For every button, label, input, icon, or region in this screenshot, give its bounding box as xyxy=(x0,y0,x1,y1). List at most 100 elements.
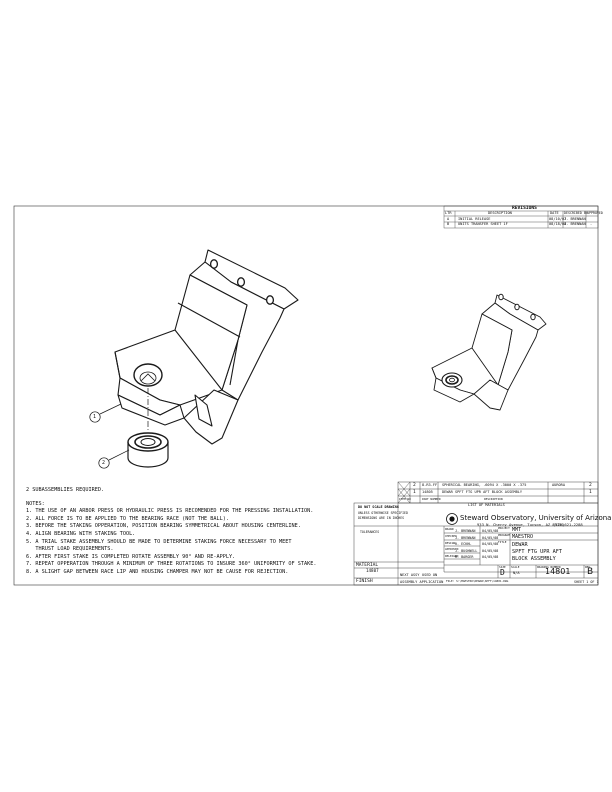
parts-header-item: ITEM NO xyxy=(399,497,411,501)
revisions-table xyxy=(443,205,599,229)
subassemblies-note: 2 SUBASSEMBLIES REQUIRED. xyxy=(26,487,105,493)
parts-row-1-pn: 14805 xyxy=(422,490,433,494)
title-line-3: BLOCK ASSEMBLY xyxy=(512,556,556,562)
next-assy-label: NEXT ASSY xyxy=(400,573,420,577)
sign-row-approved-name: J. BUSHNELL xyxy=(455,549,478,553)
parts-header-desc: DESCRIPTION xyxy=(484,497,503,501)
parts-row-2-desc: SPHERICAL BEARING, .6094 X .3000 X .375 xyxy=(442,483,527,487)
balloon-1-label: 1 xyxy=(93,414,97,420)
title-block-frame xyxy=(353,481,599,586)
balloon-1 xyxy=(89,403,122,423)
material-label: MATERIAL xyxy=(356,563,379,568)
parts-row-2-pn: 8-R3-FF xyxy=(422,483,438,487)
sign-row-checked-role: CHECKED xyxy=(445,534,457,538)
balloon-2-label: 2 xyxy=(102,460,106,466)
balloon-2 xyxy=(98,449,130,469)
size-label: SIZE xyxy=(499,565,506,569)
parts-row-1-desc: DEWAR SPFT FTG UPR AFT BLOCK ASSEMBLY xyxy=(442,490,523,494)
sign-row-drawn-role: DRAWN xyxy=(445,527,454,531)
rev-b-date: 08/18/08 xyxy=(549,222,567,226)
drawing-border xyxy=(13,205,599,586)
scale-label: SCALE xyxy=(511,565,520,569)
rev-label: REV xyxy=(585,565,591,569)
rev-header-date: DATE xyxy=(550,211,559,215)
iso-bearing xyxy=(441,372,463,388)
sign-row-checked-name: J. BRENNAN xyxy=(455,536,476,540)
rev-header-approved: APPROVED xyxy=(587,211,603,215)
sign-row-drawn-date: 04/05/08 xyxy=(482,529,499,533)
title-line-1: DEWAR xyxy=(512,542,528,548)
general-notes: 2 SUBASSEMBLIES REQUIRED. NOTES: 1. THE … xyxy=(26,487,316,577)
finish-label: FINISH xyxy=(356,579,373,584)
sheet-number: SHEET 1 OF 1 xyxy=(574,580,599,584)
note-line: 4. ALIGN BEARING WITH STAKING TOOL. xyxy=(26,530,136,537)
note-line: THRUST LOAD REQUIREMENTS. xyxy=(26,546,114,553)
note-line: 8. A SLIGHT GAP BETWEEN RACE LIP AND HOU… xyxy=(26,568,289,575)
parts-list-strike xyxy=(397,481,411,504)
sign-row-design-name: R. ECKHL xyxy=(455,542,472,546)
university-logo xyxy=(446,513,458,525)
bracket-main-view xyxy=(114,249,299,445)
project-label: PROJECT xyxy=(498,526,510,530)
revisions-title: REVISIONS xyxy=(512,206,537,211)
org-address: 933 N. Cherry Avenue, Tucson, AZ 85721 xyxy=(477,522,564,527)
parts-header-pn: PART NUMBER xyxy=(422,497,441,501)
note-line: 3. BEFORE THE STAKING OPPERATION, POSITI… xyxy=(26,523,301,530)
drawing-number-label: DRAWING NUMBER xyxy=(537,565,561,569)
sign-row-approved-date: 04/05/08 xyxy=(482,549,499,553)
flange-hole xyxy=(209,259,275,305)
rev-header-by: DESCRIBED BY xyxy=(564,211,588,215)
bearing-bore xyxy=(133,363,163,387)
org-name: Steward Observatory, University of Arizo… xyxy=(460,514,612,522)
program-value: MAESTRO xyxy=(512,534,534,540)
sign-row-released-role: RELEASED xyxy=(445,554,459,558)
rev-b-desc: UNITS TRANSFER SHEET 1F xyxy=(458,222,508,226)
dims-note-1: UNLESS OTHERWISE SPECIFIED xyxy=(358,511,408,515)
rev-a-desc: INITIAL RELEASE xyxy=(458,217,491,221)
sign-row-checked-date: 04/05/08 xyxy=(482,536,499,540)
spherical-bearing xyxy=(127,432,169,468)
parts-row-2-qty: 2 xyxy=(589,483,592,488)
parts-row-1-qty: 1 xyxy=(589,490,592,495)
size-value: D xyxy=(500,568,505,577)
file-path: FILE: S:\MAESTRO\DEWAR\SPFT\14801.DWG xyxy=(446,579,509,583)
note-line: 6. AFTER FIRST STAKE IS COMPLETED ROTATE… xyxy=(26,553,236,560)
title-label: TITLE xyxy=(498,540,507,544)
rev-header-ltr: LTR xyxy=(445,211,452,215)
org-phone: (520)621-2288 xyxy=(553,522,583,527)
notes-title: NOTES: xyxy=(26,500,45,507)
sign-row-design-date: 04/05/08 xyxy=(482,542,499,546)
sign-row-drawn-name: J. BRENNAN xyxy=(455,529,476,533)
parts-list-title: LIST OF MATERIALS xyxy=(468,503,505,507)
used-on-label: USED ON xyxy=(422,573,438,577)
parts-row-1-item: 1 xyxy=(413,490,416,495)
rev-b-ltr: B xyxy=(447,222,450,226)
parts-row-2-vendor: AURORA xyxy=(552,483,565,487)
rev-b-by: J. BRENNAN xyxy=(564,222,586,226)
rev-value: B xyxy=(587,567,594,577)
rev-b-approved: - xyxy=(590,222,593,226)
sign-row-released-date: 04/05/08 xyxy=(482,555,499,559)
project-value: MMT xyxy=(512,527,522,533)
sign-row-design-role: DESIGN xyxy=(445,541,456,545)
program-label: PROGRAM xyxy=(498,533,510,537)
next-assy-value: 14807 xyxy=(366,568,379,573)
iso-flange-hole xyxy=(498,293,536,321)
rev-a-by: J. BRENNAN xyxy=(564,217,586,221)
note-line: 5. A TRIAL STAKE ASSEMBLY SHOULD BE MADE… xyxy=(26,538,292,545)
scale-note: DO NOT SCALE DRAWING xyxy=(358,505,399,509)
rev-header-desc: DESCRIPTION xyxy=(488,211,512,215)
scale-value: N/A xyxy=(513,571,520,575)
sign-row-released-name: M. BARGER xyxy=(455,555,474,559)
bracket-iso-view xyxy=(431,294,547,411)
rev-a-date: 08/10/07 xyxy=(549,217,567,221)
parts-row-2-item: 2 xyxy=(413,483,416,488)
assembly-application-label: ASSEMBLY APPLICATION xyxy=(400,580,444,584)
drawing-number: 14801 xyxy=(545,567,571,576)
title-line-2: SPFT FTG UPR AFT xyxy=(512,549,562,555)
note-line: 1. THE USE OF AN ARBOR PRESS OR HYDRAULI… xyxy=(26,508,314,515)
note-line: 2. ALL FORCE IS TO BE APPLIED TO THE BEA… xyxy=(26,515,230,522)
rev-a-ltr: A xyxy=(447,217,450,221)
note-line: 7. REPEAT OPPERATION THROUGH A MINIMUM O… xyxy=(26,561,317,568)
